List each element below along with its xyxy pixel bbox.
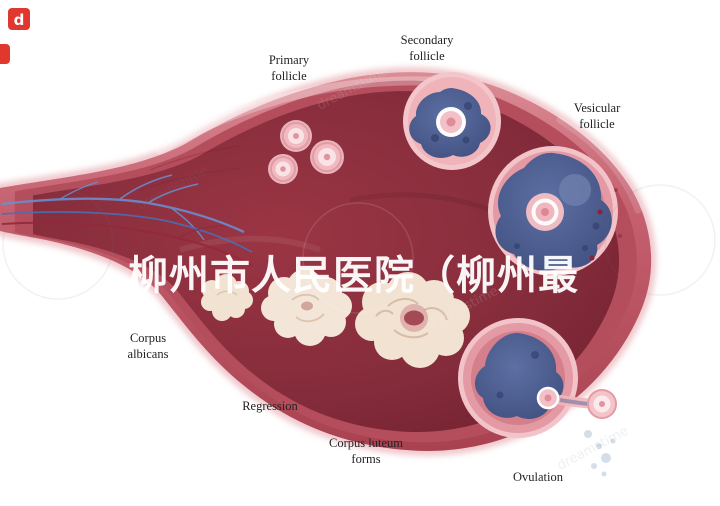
surface-sheen <box>179 235 322 253</box>
ovary-body <box>0 72 651 451</box>
vein-blue <box>1 174 245 241</box>
primary-follicle-3 <box>268 154 298 184</box>
primary-follicle-1 <box>280 120 312 152</box>
logo-letter: d <box>14 11 25 29</box>
surface-wrinkle <box>149 145 241 171</box>
primary-follicles <box>268 120 344 184</box>
blood-vessels <box>1 174 253 267</box>
released-egg <box>587 389 617 419</box>
secondary-follicle-shape <box>403 72 501 170</box>
corpus-albicans-shape <box>201 274 253 321</box>
vein-blue-2 <box>1 211 253 253</box>
ovulation-follicle-shape <box>458 318 617 477</box>
right-highlight <box>556 116 642 214</box>
top-highlight <box>155 76 455 155</box>
surface-shade <box>349 192 491 213</box>
fluid-splash <box>584 430 616 477</box>
artery-red <box>1 221 253 267</box>
corpus-luteum-shape <box>355 272 470 368</box>
vesicular-follicle-shape <box>488 146 622 276</box>
logo-partial <box>0 44 10 64</box>
surface-wrinkle <box>139 167 241 191</box>
dreamstime-logo: d <box>0 8 30 64</box>
follicular-fluid-trail <box>559 398 589 406</box>
chinese-watermark-text: 柳州市人民医院（柳州最 <box>128 253 579 299</box>
primary-follicle-2 <box>310 140 344 174</box>
regression-shape <box>261 269 352 346</box>
